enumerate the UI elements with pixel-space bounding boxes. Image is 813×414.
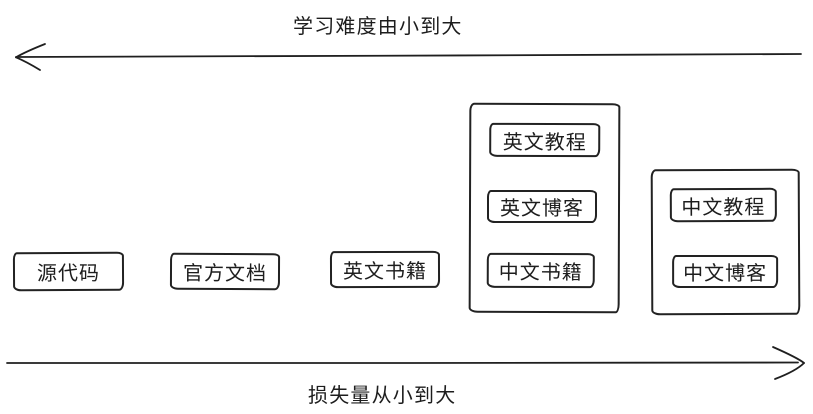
bottom-axis-label: 损失量从小到大 xyxy=(308,385,457,407)
node-chinese-tutorials: 中文教程 xyxy=(669,187,777,223)
group-english-tutorials-blogs-chinese-books: 英文教程 英文博客 中文书籍 xyxy=(468,102,621,314)
group-chinese-tutorials-blogs: 中文教程 中文博客 xyxy=(650,168,801,316)
top-axis-arrow-left-icon xyxy=(15,43,802,71)
node-english-blogs: 英文博客 xyxy=(486,189,598,224)
top-axis-label: 学习难度由小到大 xyxy=(293,16,463,38)
node-english-tutorials: 英文教程 xyxy=(489,122,601,158)
node-source-code: 源代码 xyxy=(12,251,125,292)
bottom-axis-arrow-right-icon xyxy=(6,346,805,380)
node-chinese-blogs: 中文博客 xyxy=(672,254,779,289)
node-english-books: 英文书籍 xyxy=(329,250,441,289)
node-chinese-books: 中文书籍 xyxy=(486,252,595,289)
node-official-docs: 官方文档 xyxy=(169,252,281,291)
